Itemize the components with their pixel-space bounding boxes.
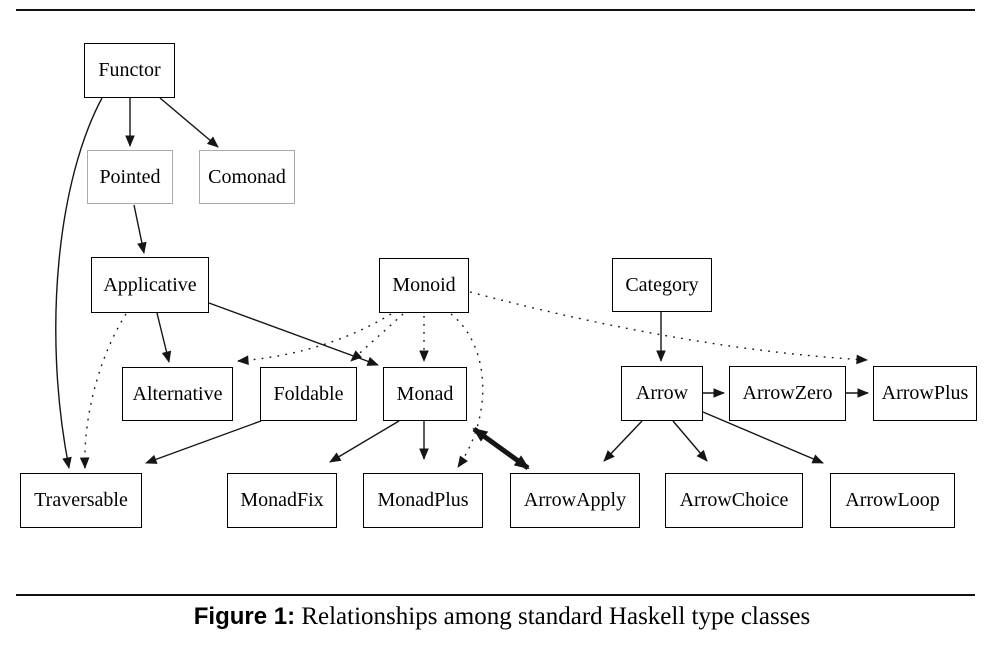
node-category: Category xyxy=(612,258,712,312)
node-monadplus: MonadPlus xyxy=(363,473,483,528)
edge-monad-arrowapply xyxy=(472,426,530,471)
node-arrowapply: ArrowApply xyxy=(510,473,640,528)
edge-pointed-applicative xyxy=(133,204,147,254)
edge-monad-monadfix xyxy=(329,420,400,463)
figure-caption-label: Figure 1: xyxy=(193,603,296,630)
edge-functor-traversable xyxy=(55,97,103,469)
node-comonad: Comonad xyxy=(199,150,295,204)
node-monadfix: MonadFix xyxy=(227,473,337,528)
node-arrow: Arrow xyxy=(621,366,703,421)
edge-foldable-traversable xyxy=(145,420,262,464)
node-traversable: Traversable xyxy=(20,473,142,528)
node-arrowzero: ArrowZero xyxy=(729,366,846,421)
node-monoid: Monoid xyxy=(379,258,469,313)
edge-arrow-arrowapply xyxy=(603,420,643,462)
edge-arrow-arrowloop xyxy=(702,411,824,464)
edge-applicative-monad xyxy=(208,302,379,366)
node-arrowloop: ArrowLoop xyxy=(830,473,955,528)
edge-monoid-alternative xyxy=(237,313,392,366)
edge-monoid-monadplus xyxy=(450,313,484,468)
node-monad: Monad xyxy=(383,367,467,421)
node-arrowchoice: ArrowChoice xyxy=(665,473,803,528)
node-arrowplus: ArrowPlus xyxy=(873,366,977,421)
edge-arrow-arrowchoice xyxy=(672,420,708,462)
top-rule xyxy=(16,9,975,11)
node-foldable: Foldable xyxy=(260,367,357,421)
figure-caption: Figure 1: Relationships among standard H… xyxy=(0,603,1004,631)
edge-applicative-traversable xyxy=(79,313,127,469)
node-functor: Functor xyxy=(84,43,175,98)
bottom-rule xyxy=(16,594,975,596)
node-alternative: Alternative xyxy=(122,367,233,421)
node-pointed: Pointed xyxy=(87,150,173,204)
figure-caption-text: Relationships among standard Haskell typ… xyxy=(295,603,811,630)
node-applicative: Applicative xyxy=(91,257,209,313)
edge-applicative-alternative xyxy=(156,312,172,363)
edge-functor-comonad xyxy=(159,97,219,148)
edge-monoid-foldable xyxy=(350,313,404,362)
